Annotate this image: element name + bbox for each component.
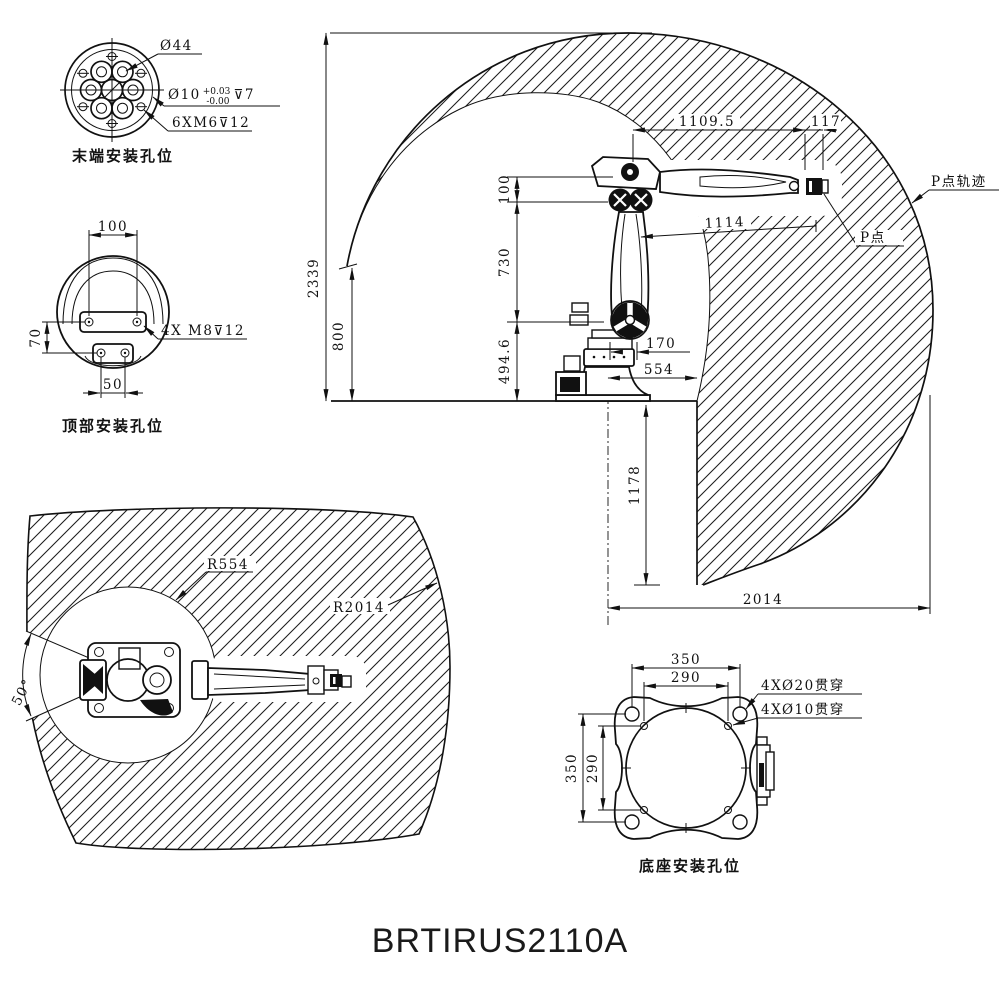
flange-inner-circle <box>71 49 153 131</box>
side-dimensions: 2339 800 100 730 494.6 170 554 1178 2014 <box>306 32 1000 614</box>
top-wrist1 <box>307 665 325 695</box>
tool-flange-dark <box>806 178 822 195</box>
base-mount-caption: 底座安装孔位 <box>639 857 741 875</box>
motor-tab2 <box>569 314 589 326</box>
lower-arm-line1 <box>620 213 626 311</box>
p-trajectory-label: P点轨迹 <box>931 174 987 190</box>
left-tip-tick <box>338 263 358 270</box>
corner-hole-tl <box>624 706 640 722</box>
center-hole-slash <box>103 81 121 99</box>
base-plate-outline <box>613 696 759 840</box>
flange-hole-spec: Ø10+0.03-0.00⊽7 <box>168 87 255 107</box>
dim-below-depth: 1178 <box>627 465 643 505</box>
top-boom <box>207 667 311 696</box>
j2-joint-rim <box>610 300 650 340</box>
top-mid-circle <box>142 665 172 695</box>
through-hole-10-label: 4XØ10贯穿 <box>761 702 845 718</box>
corner-hole-bl <box>624 814 640 830</box>
dim-base-outer-width: 350 <box>671 652 701 668</box>
flange-screw-holes <box>77 50 147 130</box>
flange-caption: 末端安装孔位 <box>72 147 174 165</box>
dim-min-radius: 554 <box>644 362 674 378</box>
dim-base-outer-height: 350 <box>564 753 580 783</box>
j1-dot1 <box>592 355 596 359</box>
top-mount-caption: 顶部安装孔位 <box>62 417 164 435</box>
corner-hole-br <box>732 814 748 830</box>
top-mount-dimensions: 100 70 50 4X M8⊽12 <box>28 219 247 398</box>
flange-outer-circle <box>64 42 160 138</box>
robot-top <box>79 642 352 718</box>
inner-radius-label: R554 <box>207 557 249 573</box>
base-mount-view: 350 290 350 290 4XØ20贯穿 4XØ10贯穿 底座安装孔位 <box>564 652 862 875</box>
top-wrist-slit <box>333 677 336 684</box>
j1-drum <box>583 348 635 367</box>
base-circle-ticks <box>621 703 751 833</box>
dim-base-inner-height: 290 <box>585 753 601 783</box>
top-mount-thread-label: 4X M8⊽12 <box>161 323 245 339</box>
flange-center-hole <box>100 78 124 102</box>
dim-base-height: 800 <box>331 321 347 351</box>
lower-bracket <box>92 343 134 364</box>
base-dimensions: 350 290 350 290 4XØ20贯穿 4XØ10贯穿 <box>564 652 862 823</box>
forearm-inner <box>699 175 787 189</box>
small-hole-tl <box>640 722 648 730</box>
small-hole-tr <box>724 722 732 730</box>
dim-wrist-offset: 100 <box>497 174 513 204</box>
dim-flange-offset: 117 <box>811 114 841 130</box>
p-point-label: P点 <box>860 230 886 246</box>
drawing-title: BRTIRUS2110A <box>372 922 628 960</box>
dead-angle-arc <box>22 633 32 717</box>
envelope-outer-arc <box>346 32 934 586</box>
inner-dome-arc <box>346 92 711 402</box>
dim-total-height: 2339 <box>306 258 322 298</box>
dim-joint-offset: 170 <box>646 336 676 352</box>
corner-hole-tr <box>732 706 748 722</box>
j4-motor-detail <box>613 193 648 207</box>
forearm <box>659 168 799 198</box>
dim-base-inner-width: 290 <box>671 670 701 686</box>
top-mount-detail: 100 70 50 4X M8⊽12 顶部安装孔位 <box>28 219 247 435</box>
j1-dot4 <box>622 355 626 359</box>
j1-dot2 <box>602 355 606 359</box>
flange-bolt-circle-label: Ø44 <box>160 38 193 54</box>
through-hole-20-label: 4XØ20贯穿 <box>761 678 845 694</box>
outer-radius-label: R2014 <box>333 600 385 616</box>
wrist-motor-dot <box>627 169 633 175</box>
top-wrist-dark <box>330 674 342 687</box>
top-left-dark2 <box>88 666 103 694</box>
flange-thread-label: 6XM6⊽12 <box>172 115 250 131</box>
base-connector <box>756 736 775 806</box>
small-hole-br <box>724 806 732 814</box>
dim-mount-bottom: 50 <box>103 377 123 393</box>
top-wrist-pin <box>312 677 320 685</box>
motor-tab1 <box>571 302 589 313</box>
dim-mount-height: 70 <box>28 327 44 347</box>
top-wrist3 <box>341 675 352 688</box>
flange-detail: Ø44 Ø10+0.03-0.00⊽7 6XM6⊽12 末端安装孔位 <box>60 38 280 165</box>
top-view: 50° R554 R2014 <box>9 507 451 851</box>
dim-arm-reach: 1114 <box>704 214 745 232</box>
aux-box <box>563 355 581 372</box>
side-view: 2339 800 100 730 494.6 170 554 1178 2014 <box>306 32 1000 628</box>
dim-reach-top: 1109.5 <box>679 114 735 130</box>
flange-big-holes <box>79 60 145 120</box>
dim-upper-arm: 730 <box>497 247 513 277</box>
robot-side <box>555 156 829 628</box>
dim-mount-width: 100 <box>98 219 128 235</box>
top-j2-block <box>191 660 209 700</box>
tool-flange-plate <box>821 179 829 194</box>
wrist-circle <box>788 180 800 192</box>
controller-box-dark <box>560 377 580 392</box>
j2-hub <box>624 314 636 326</box>
dim-max-radius: 2014 <box>743 592 783 608</box>
top-counterweight <box>140 699 173 716</box>
small-hole-bl <box>640 806 648 814</box>
dim-shoulder-height: 494.6 <box>497 338 513 384</box>
tool-flange-slit <box>809 181 812 192</box>
j1-dot3 <box>612 355 616 359</box>
